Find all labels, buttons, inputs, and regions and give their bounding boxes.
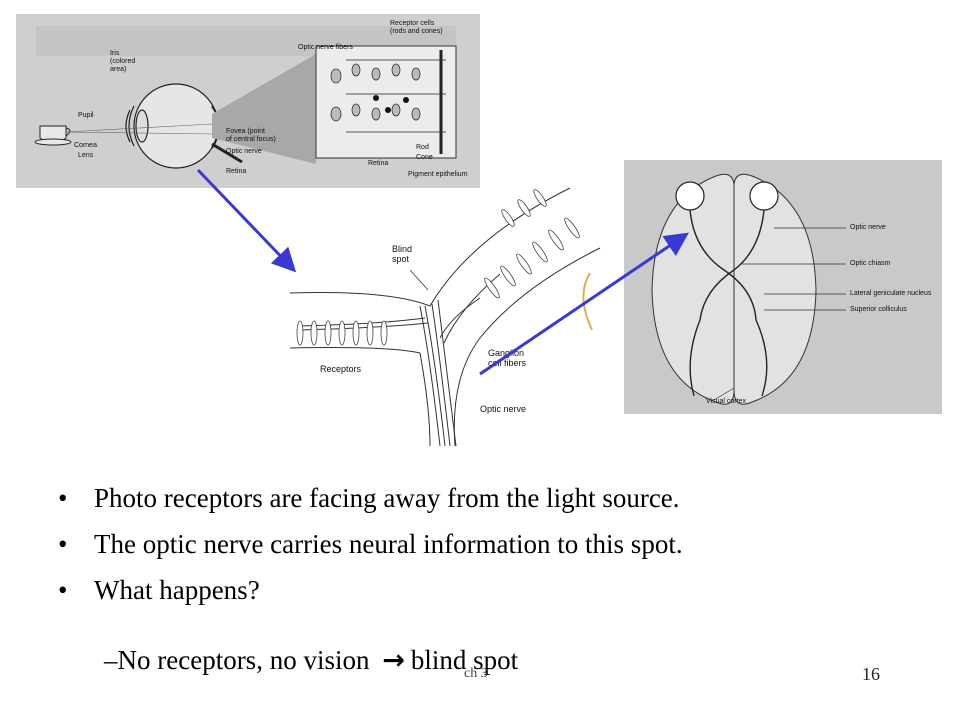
cone-label: Cone bbox=[416, 154, 433, 161]
brain-pathway-drawing bbox=[624, 160, 942, 414]
receptors-label: Receptors bbox=[320, 364, 362, 374]
bullet-dot: • bbox=[58, 529, 68, 559]
rod-cone-row-2 bbox=[330, 103, 421, 122]
blind-spot-label: Blind spot bbox=[392, 244, 413, 264]
bullet-text: The optic nerve carries neural informati… bbox=[94, 529, 683, 559]
page-number: 16 bbox=[862, 664, 880, 684]
footer-chapter: ch 3 bbox=[464, 666, 488, 681]
receptor-cells-label: Receptor cells (rods and cones) bbox=[390, 20, 443, 35]
optic-nerve-label-eye: Optic nerve bbox=[226, 148, 262, 155]
bullet-dot: • bbox=[58, 575, 68, 605]
blind-spot-drawing bbox=[289, 187, 601, 447]
iris-label: Iris (colored area) bbox=[110, 50, 136, 73]
blind-spot-figure: Blind spot Receptors Ganglion cell fiber… bbox=[280, 178, 610, 448]
bullet-dot: • bbox=[58, 483, 68, 513]
optic-nerve-fibers-label: Optic nerve fibers bbox=[298, 44, 353, 51]
teacup-icon bbox=[34, 125, 72, 146]
pigment-epithelium-label: Pigment epithelium bbox=[408, 171, 468, 178]
bullet-text: Photo receptors are facing away from the… bbox=[94, 483, 680, 513]
bullet-list: • Photo receptors are facing away from th… bbox=[58, 481, 938, 619]
optic-nerve-label-retina: Optic nerve bbox=[480, 404, 527, 414]
visual-cortex-label: Visual cortex bbox=[706, 398, 746, 405]
eye-anatomy-figure: Iris (colored area) Pupil Cornea Lens Re… bbox=[16, 14, 480, 188]
retina-inset-label: Retina bbox=[368, 160, 389, 167]
fovea-label: Fovea (point of central focus) bbox=[226, 128, 276, 143]
sub-bullet-text-before: No receptors, no vision bbox=[117, 645, 370, 675]
rod-cone-row-1 bbox=[330, 63, 421, 84]
optic-chiasm-label: Optic chiasm bbox=[850, 260, 891, 267]
receptor-cells-drawing bbox=[296, 189, 580, 346]
sub-bullet: –No receptors, no vision →blind spot bbox=[104, 643, 518, 678]
bullet-text: What happens? bbox=[94, 575, 260, 605]
arrow-retina-to-brain bbox=[479, 232, 689, 376]
lens-label: Lens bbox=[78, 152, 94, 159]
pupil-label: Pupil bbox=[78, 112, 94, 119]
eye-anatomy-drawing bbox=[34, 26, 457, 169]
bullet-item: • Photo receptors are facing away from th… bbox=[58, 481, 938, 527]
right-arrow-icon: → bbox=[382, 645, 405, 676]
lgn-label: Lateral geniculate nucleus bbox=[850, 290, 932, 297]
bullet-item: • What happens? bbox=[58, 573, 938, 619]
bullet-item: • The optic nerve carries neural informat… bbox=[58, 527, 938, 573]
cornea-label: Cornea bbox=[74, 142, 97, 149]
sub-bullet-text-after: blind spot bbox=[410, 645, 519, 675]
superior-colliculus-label: Superior colliculus bbox=[850, 306, 907, 313]
rod-label: Rod bbox=[416, 144, 429, 151]
retina-label: Retina bbox=[226, 168, 247, 175]
brain-optic-nerve-label: Optic nerve bbox=[850, 224, 886, 231]
sub-bullet-dash: – bbox=[104, 645, 118, 675]
arrow-eye-to-retina bbox=[196, 168, 297, 273]
brain-pathway-figure: Optic nerve Optic chiasm Lateral genicul… bbox=[624, 160, 942, 414]
